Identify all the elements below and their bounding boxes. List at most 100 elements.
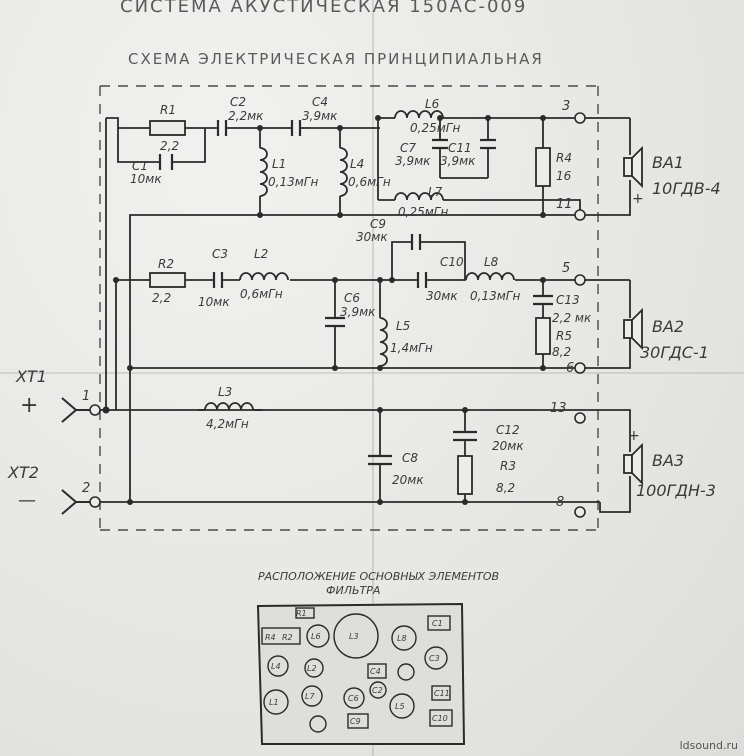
label-c10: C10 <box>440 255 464 269</box>
label-c7: C7 <box>400 141 416 155</box>
value-l8: 0,13мГн <box>470 289 520 303</box>
label-r1: R1 <box>160 103 176 117</box>
value-r1: 2,2 <box>160 139 179 153</box>
label-c1: C1 <box>132 159 148 173</box>
value-c9: 30мк <box>356 230 388 244</box>
value-c13: 2,2 мк <box>552 311 592 325</box>
label-l4: L4 <box>350 157 364 171</box>
layout-label-17: C6 <box>348 694 359 703</box>
value-l4: 0,6мГн <box>348 175 391 189</box>
input-xt1-label: XT1 <box>15 367 47 386</box>
layout-label-3: L6 <box>311 632 321 641</box>
label-l1: L1 <box>272 157 286 171</box>
speaker-ba1-plus: + <box>632 191 644 207</box>
label-l8: L8 <box>484 255 499 269</box>
speakers <box>623 145 643 486</box>
value-c8: 20мк <box>392 473 424 487</box>
value-l7: 0,25мГн <box>398 205 448 219</box>
value-r4: 16 <box>556 169 572 183</box>
speaker-ba2-model: 30ГДС-1 <box>640 343 709 362</box>
value-c12: 20мк <box>492 439 524 453</box>
input-pin-2: 2 <box>82 481 90 496</box>
node-5: 5 <box>562 261 570 276</box>
label-l2: L2 <box>254 247 268 261</box>
layout-label-11: L7 <box>305 692 315 701</box>
value-l6: 0,25мГн <box>410 121 460 135</box>
label-c6: C6 <box>344 291 360 305</box>
speaker-ba3-plus: + <box>628 428 640 444</box>
value-r3: 8,2 <box>496 481 515 495</box>
resistors <box>149 120 551 495</box>
layout-heading-2: ФИЛЬТРА <box>326 584 380 597</box>
label-r4: R4 <box>556 151 572 165</box>
layout-label-8: L4 <box>271 662 281 671</box>
label-r5: R5 <box>556 329 572 343</box>
value-c3: 10мк <box>198 295 230 309</box>
speaker-ba2-label: BA2 <box>652 317 684 336</box>
value-c6: 3,9мк <box>340 305 376 319</box>
layout-label-4: L3 <box>349 632 359 641</box>
label-c12: C12 <box>496 423 520 437</box>
layout-label-7: C3 <box>429 654 440 663</box>
watermark: ldsound.ru <box>679 739 738 752</box>
label-c11: C11 <box>448 141 472 155</box>
speaker-ba3-label: BA3 <box>652 451 684 470</box>
label-c2: C2 <box>230 95 246 109</box>
label-c8: C8 <box>402 451 418 465</box>
label-c13: C13 <box>556 293 580 307</box>
value-c7: 3,9мк <box>395 154 431 168</box>
value-c10: 30мк <box>426 289 458 303</box>
node-3: 3 <box>562 99 570 114</box>
node-6: 6 <box>566 361 574 376</box>
label-r2: R2 <box>158 257 174 271</box>
node-8: 8 <box>556 495 564 510</box>
layout-label-12: C4 <box>370 667 381 676</box>
speaker-ba3-model: 100ГДН-3 <box>636 481 716 500</box>
label-l5: L5 <box>396 319 410 333</box>
label-c9: C9 <box>370 217 386 231</box>
layout-label-16: C2 <box>372 686 383 695</box>
layout-label-0: R1 <box>296 609 307 618</box>
layout-label-15: C9 <box>350 717 361 726</box>
layout-label-2: R2 <box>282 633 293 642</box>
inductors <box>204 110 515 411</box>
value-r2: 2,2 <box>152 291 171 305</box>
input-pin-1: 1 <box>82 389 90 404</box>
node-11: 11 <box>556 197 573 212</box>
input-connectors <box>61 397 90 515</box>
layout-label-9: L2 <box>307 664 317 673</box>
input-xt2-label: XT2 <box>7 463 39 482</box>
value-c11: 3,9мк <box>440 154 476 168</box>
value-l3: 4,2мГн <box>206 417 249 431</box>
node-13: 13 <box>550 401 567 416</box>
layout-label-6: L8 <box>397 634 407 643</box>
layout-board: R1 R4 R2 L6 L3 C1 L8 C3 L4 L2 L1 L7 C4 C… <box>256 602 466 745</box>
capacitors <box>158 120 553 466</box>
label-l6: L6 <box>425 97 440 111</box>
label-c4: C4 <box>312 95 328 109</box>
speaker-ba1-model: 10ГДВ-4 <box>652 179 721 198</box>
wiring <box>95 117 631 513</box>
layout-label-1: R4 <box>265 633 276 642</box>
page-title: СХЕМА ЭЛЕКТРИЧЕСКАЯ ПРИНЦИПИАЛЬНАЯ <box>128 50 544 68</box>
input-xt1-sign: + <box>20 393 38 418</box>
label-c3: C3 <box>212 247 228 261</box>
value-c4: 3,9мк <box>302 109 338 123</box>
paper-fold-vertical <box>372 0 374 756</box>
input-xt2-sign: — <box>18 490 36 511</box>
value-c1: 10мк <box>130 172 162 186</box>
value-l1: 0,13мГн <box>268 175 318 189</box>
layout-label-14: L5 <box>395 702 405 711</box>
label-l7: L7 <box>428 185 443 199</box>
filter-enclosure <box>99 85 599 531</box>
label-l3: L3 <box>218 385 232 399</box>
paper-fold-horizontal <box>0 372 744 374</box>
speaker-ba1-label: BA1 <box>652 153 684 172</box>
layout-label-18: C10 <box>432 714 448 723</box>
terminals <box>89 112 586 518</box>
layout-label-13: C11 <box>434 689 450 698</box>
value-l5: 1,4мГн <box>390 341 433 355</box>
value-c2: 2,2мк <box>228 109 264 123</box>
layout-heading: РАСПОЛОЖЕНИЕ ОСНОВНЫХ ЭЛЕМЕНТОВ <box>258 570 499 583</box>
